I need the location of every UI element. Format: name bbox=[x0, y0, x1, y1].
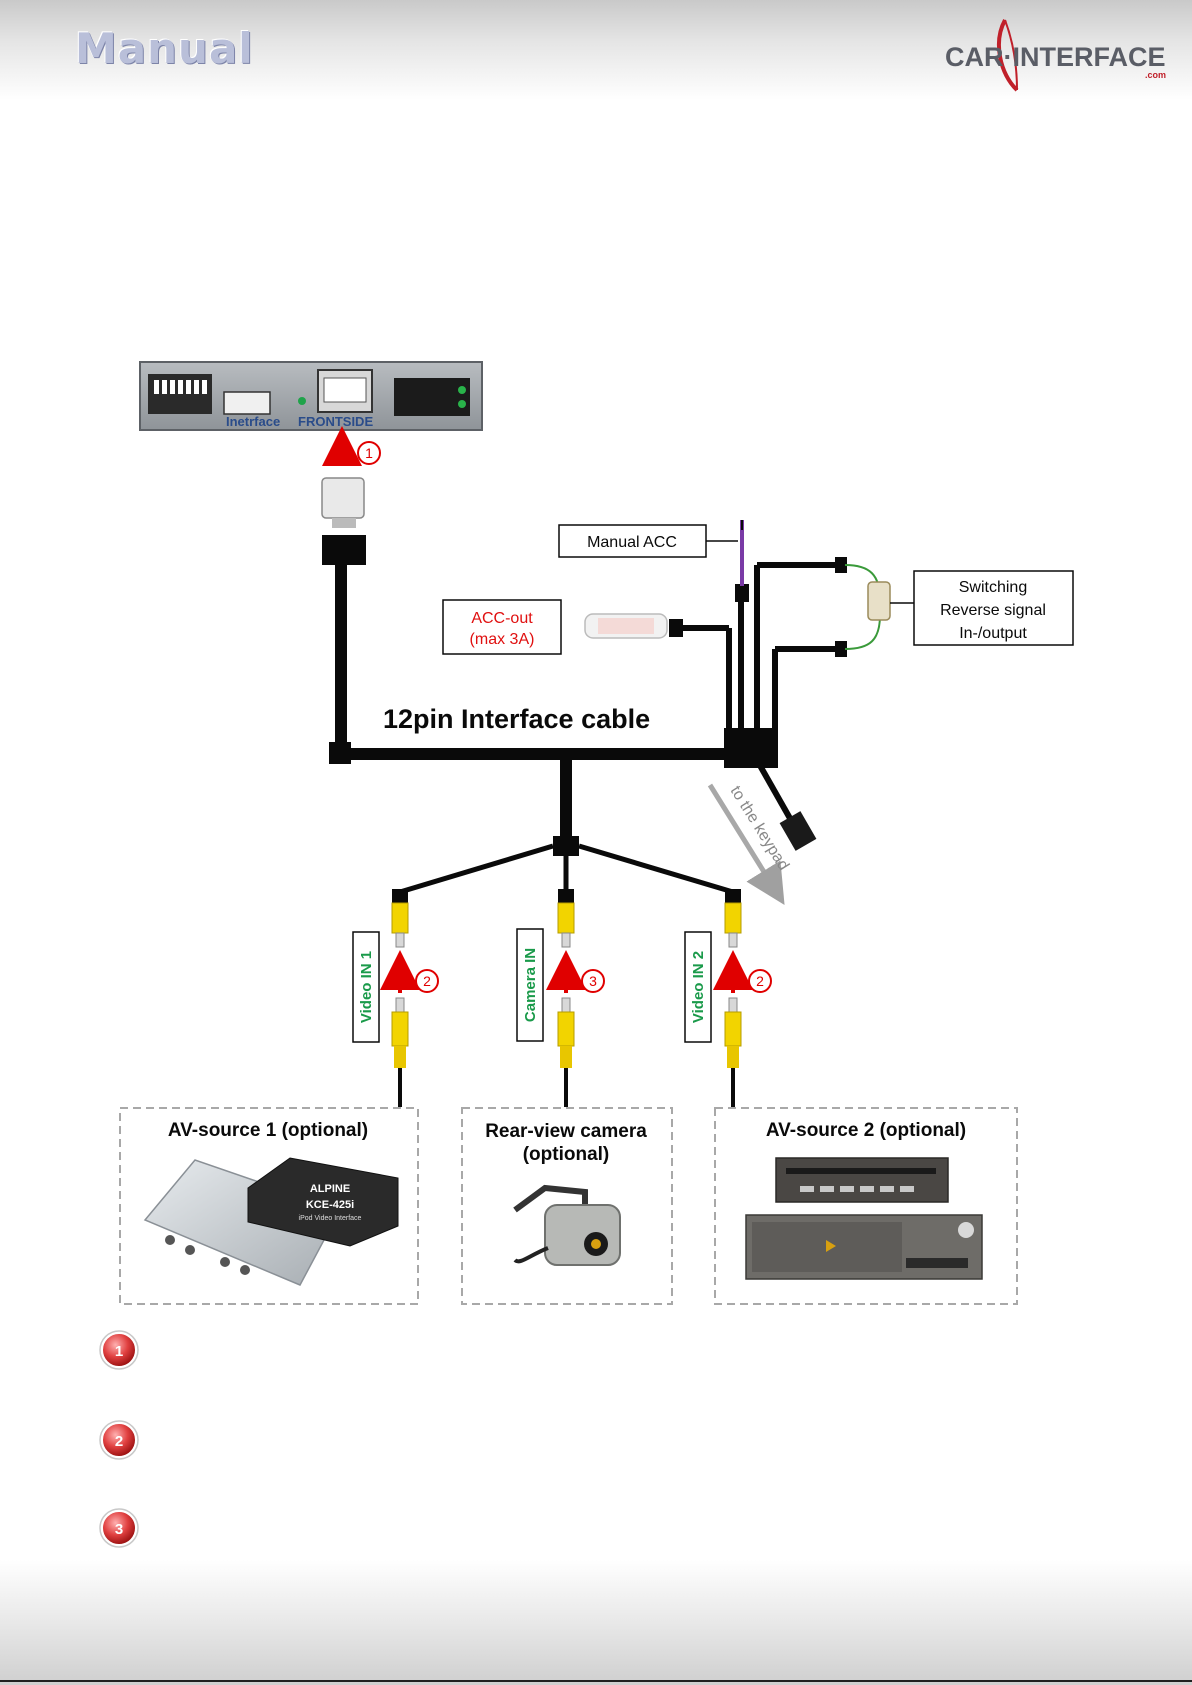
source-box-av2: AV-source 2 (optional) bbox=[714, 1107, 1018, 1305]
switching-label-line3: In-/output bbox=[959, 625, 1027, 642]
device-label-frontside: FRONTSIDE bbox=[298, 414, 373, 429]
alpine-brand: ALPINE bbox=[310, 1183, 350, 1195]
svg-text:2: 2 bbox=[756, 973, 764, 989]
acc-out-label-line1: ACC-out bbox=[471, 610, 533, 627]
rear-view-camera-image bbox=[513, 1184, 621, 1266]
acc-out-label-box bbox=[442, 599, 562, 655]
alpine-subtitle: iPod Video Interface bbox=[299, 1215, 362, 1222]
dvd-changer-image bbox=[745, 1214, 983, 1280]
cable-label: 12pin Interface cable bbox=[383, 704, 650, 734]
page-header: Manual CAR·INTERFACE .com bbox=[0, 0, 1192, 100]
rca-group-video2 bbox=[724, 889, 742, 1107]
acc-out-plug bbox=[584, 613, 668, 639]
manual-acc-label-box bbox=[558, 524, 707, 558]
note-badge-2: 2 bbox=[99, 1420, 139, 1460]
switching-label-line1: Switching bbox=[959, 579, 1027, 596]
source-title-camera-line1: Rear-view camera bbox=[485, 1121, 647, 1142]
step-badge-camera: 3 bbox=[581, 969, 605, 993]
rca-group-video1 bbox=[391, 889, 409, 1107]
usb-port bbox=[223, 391, 271, 415]
logo-text: CAR·INTERFACE bbox=[945, 42, 1166, 72]
rca-fanout bbox=[399, 843, 734, 895]
svg-text:2: 2 bbox=[423, 973, 431, 989]
reverse-connector bbox=[867, 581, 891, 621]
cable-junction bbox=[724, 728, 778, 768]
logo-swoosh-icon bbox=[997, 19, 1019, 92]
source-title-av1: AV-source 1 (optional) bbox=[168, 1120, 368, 1141]
switching-label-box bbox=[913, 570, 1074, 646]
svg-text:3: 3 bbox=[589, 973, 597, 989]
alpine-model: KCE-425i bbox=[306, 1199, 354, 1211]
input-label-camera: Camera IN bbox=[516, 928, 544, 1042]
svg-text:3: 3 bbox=[115, 1521, 123, 1538]
step-badge-1: 1 bbox=[357, 441, 381, 465]
main-cable bbox=[335, 563, 735, 845]
acc-out-label-line2: (max 3A) bbox=[470, 631, 535, 648]
footer-rule bbox=[0, 1680, 1192, 1682]
note-badge-1: 1 bbox=[99, 1330, 139, 1370]
logo-suffix: .com bbox=[1145, 70, 1167, 80]
input-label-video2: Video IN 2 bbox=[684, 931, 712, 1043]
connector-12pin-port bbox=[394, 378, 470, 416]
note-badge-3: 3 bbox=[99, 1508, 139, 1548]
svg-text:1: 1 bbox=[115, 1343, 123, 1360]
switching-label-line2: Reverse signal bbox=[940, 602, 1046, 619]
branch-wires bbox=[676, 562, 840, 838]
header-title: Manual bbox=[75, 24, 254, 73]
source-title-camera-line2: (optional) bbox=[523, 1144, 610, 1165]
device-label-interface: Inetrface bbox=[226, 414, 280, 429]
step-badge-video2: 2 bbox=[748, 969, 772, 993]
brand-logo: CAR·INTERFACE .com bbox=[945, 12, 1175, 102]
status-led bbox=[298, 397, 306, 405]
svg-text:Video IN 1: Video IN 1 bbox=[358, 951, 375, 1023]
dvd-player-image bbox=[775, 1157, 949, 1203]
svg-text:1: 1 bbox=[365, 445, 373, 461]
keypad-plug bbox=[779, 811, 817, 851]
rca-group-camera bbox=[557, 889, 575, 1107]
svg-text:2: 2 bbox=[115, 1433, 123, 1450]
step-badge-video1: 2 bbox=[415, 969, 439, 993]
svg-text:Camera IN: Camera IN bbox=[522, 948, 539, 1022]
keypad-arrow bbox=[707, 783, 785, 905]
cable-plug-frontside bbox=[321, 477, 366, 565]
interface-device: Inetrface FRONTSIDE bbox=[139, 361, 483, 431]
manual-acc-label: Manual ACC bbox=[587, 534, 677, 551]
source-title-av2: AV-source 2 (optional) bbox=[766, 1120, 966, 1141]
page-footer bbox=[0, 1560, 1192, 1685]
alpine-device-image bbox=[247, 1157, 399, 1247]
source-box-camera: Rear-view camera (optional) bbox=[461, 1107, 673, 1305]
svg-text:Video IN 2: Video IN 2 bbox=[690, 951, 707, 1023]
source-box-av1: AV-source 1 (optional) ALPINE KCE-425i i… bbox=[119, 1107, 419, 1305]
input-label-video1: Video IN 1 bbox=[352, 931, 380, 1043]
